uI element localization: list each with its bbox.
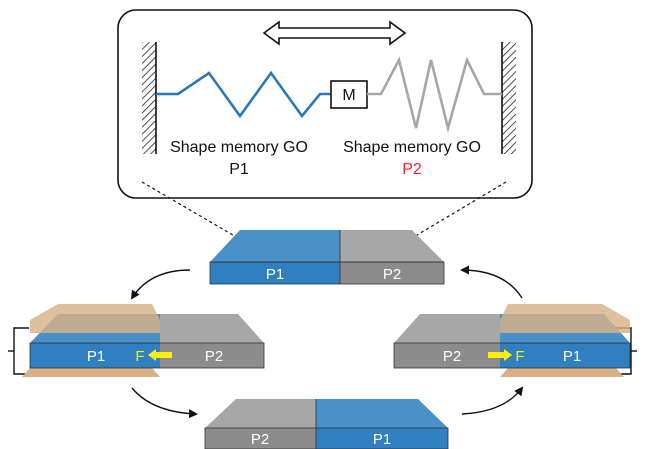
- force-arrow-icon: [488, 349, 512, 361]
- slab-top-left-label: P1: [266, 266, 284, 283]
- cycle-arrow-icon: [460, 265, 523, 299]
- spring-mass-inset: M Shape memory GO P1 Shape memory GO P2: [117, 9, 533, 199]
- electrode-top-left: [30, 304, 160, 333]
- slab-bottom-right-label: P1: [373, 431, 391, 448]
- wire-left: [13, 327, 29, 375]
- spring-right-phase: P2: [402, 161, 422, 178]
- zoom-guide-left: [141, 181, 239, 239]
- spring-left-phase: P1: [229, 161, 249, 178]
- electrode-bottom-right: [500, 368, 624, 377]
- slab-right-right-label: P1: [563, 348, 581, 365]
- inset-frame: [117, 9, 533, 199]
- hatched-wall-icon: [501, 42, 516, 154]
- slab-right: P2 F P1: [393, 304, 637, 377]
- mass-block: [330, 80, 368, 109]
- double-arrow-icon: [262, 20, 407, 46]
- slab-left-right-label: P2: [205, 348, 223, 365]
- spring-right-label: Shape memory GO: [343, 139, 481, 156]
- cycle-arrow-icon: [131, 387, 198, 419]
- slab-left: P1 F P2: [8, 304, 265, 377]
- slab-bottom-left-label: P2: [251, 431, 269, 448]
- slab-top-right-label: P2: [383, 266, 401, 283]
- cycle-arrow-icon: [130, 269, 191, 300]
- hatched-wall-icon: [142, 42, 157, 154]
- slab-left-force-label: F: [135, 348, 144, 365]
- force-arrow-icon: [148, 349, 172, 361]
- slab-right-force-label: F: [515, 348, 524, 365]
- spring-p1: [156, 70, 331, 119]
- electrode-top-right: [500, 304, 630, 333]
- electrode-bottom-left: [22, 368, 160, 377]
- slab-top: P1 P2: [209, 230, 445, 285]
- spring-left-label: Shape memory GO: [170, 139, 308, 156]
- mass-label: M: [342, 87, 355, 104]
- spring-p2: [367, 56, 502, 134]
- cycle-arrow-icon: [461, 386, 524, 415]
- slab-right-left-label: P2: [443, 348, 461, 365]
- zoom-guide-right: [411, 181, 507, 239]
- slab-left-left-label: P1: [87, 348, 105, 365]
- slab-bottom: P2 P1: [204, 399, 449, 449]
